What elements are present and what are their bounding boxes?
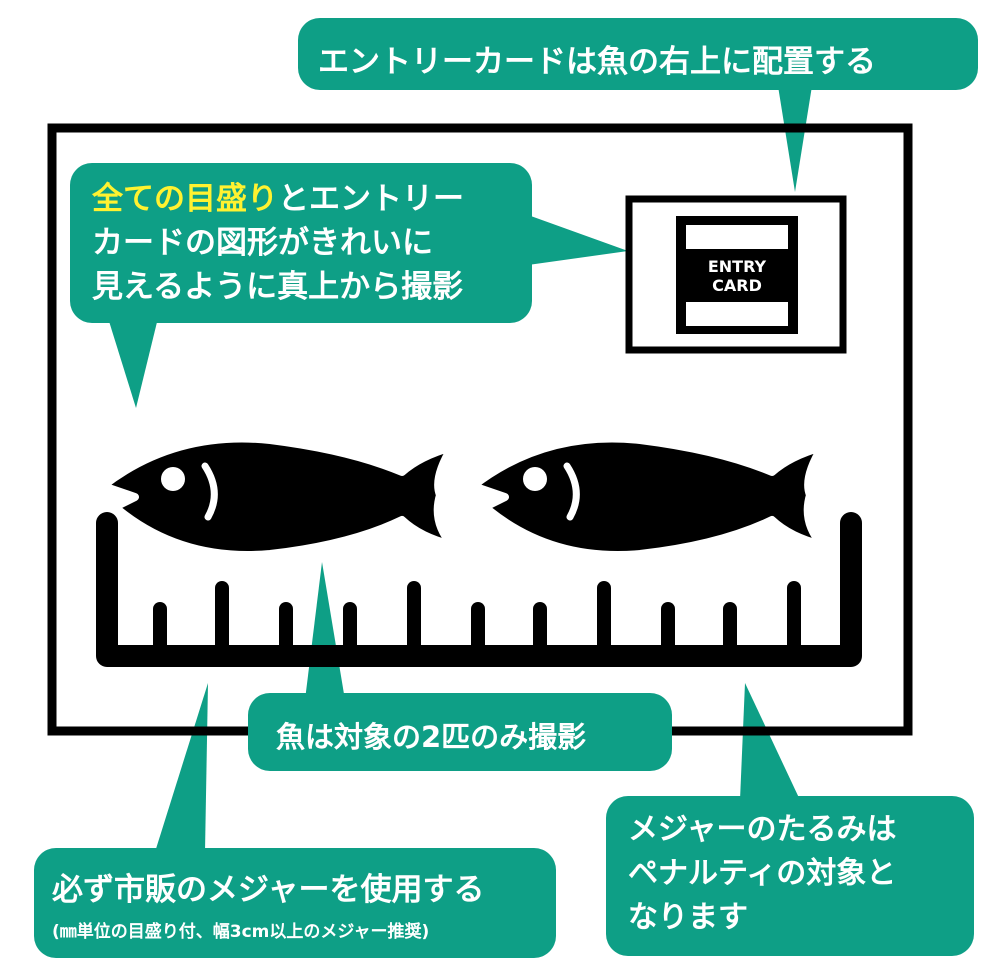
pointer-measure bbox=[155, 683, 208, 852]
callout-measure-tape: 必ず市販のメジャーを使用する (㎜単位の目盛り付、幅3cm以上のメジャー推奨) bbox=[34, 848, 556, 958]
fish-icon bbox=[99, 434, 456, 559]
callout-photo-highlight: 全ての目盛り bbox=[92, 181, 278, 217]
entry-card-icon: ENTRY CARD bbox=[625, 195, 847, 354]
callout-measure-note: (㎜単位の目盛り付、幅3cm以上のメジャー推奨) bbox=[52, 922, 430, 942]
callout-photo-line1: 全ての目盛りとエントリー bbox=[92, 177, 532, 221]
callout-tape-sag-penalty: メジャーのたるみは ペナルティの対象と なります bbox=[606, 796, 974, 956]
callout-fish-count: 魚は対象の2匹のみ撮影 bbox=[248, 693, 672, 771]
callout-measure-main: 必ず市販のメジャーを使用する bbox=[52, 872, 485, 908]
measuring-tape-icon bbox=[96, 512, 862, 667]
pointer-photo-right bbox=[528, 215, 628, 265]
pointer-entry bbox=[778, 86, 812, 192]
callout-fish-text: 魚は対象の2匹のみ撮影 bbox=[276, 720, 587, 754]
callout-entry-text: エントリーカードは魚の右上に配置する bbox=[318, 44, 876, 80]
callout-sag-line3: なります bbox=[628, 900, 748, 935]
entry-card-line2: CARD bbox=[712, 276, 762, 295]
callout-sag-line1: メジャーのたるみは bbox=[628, 812, 897, 847]
callout-photo-line2: カードの図形がきれいに bbox=[92, 225, 433, 261]
entry-card-line1: ENTRY bbox=[708, 257, 767, 276]
callout-sag-line2: ペナルティの対象と bbox=[628, 856, 897, 891]
pointer-sag bbox=[740, 683, 800, 800]
callout-entry-card-position: エントリーカードは魚の右上に配置する bbox=[298, 18, 978, 90]
callout-photo-line3: 見えるように真上から撮影 bbox=[92, 269, 464, 305]
fish-icon bbox=[469, 434, 826, 559]
callout-photo-line1-rest: とエントリー bbox=[278, 181, 464, 217]
pointer-fish bbox=[305, 562, 345, 700]
pointer-photo-down bbox=[108, 318, 158, 408]
callout-photo-instruction: 全ての目盛りとエントリー カードの図形がきれいに 見えるように真上から撮影 bbox=[70, 163, 532, 323]
